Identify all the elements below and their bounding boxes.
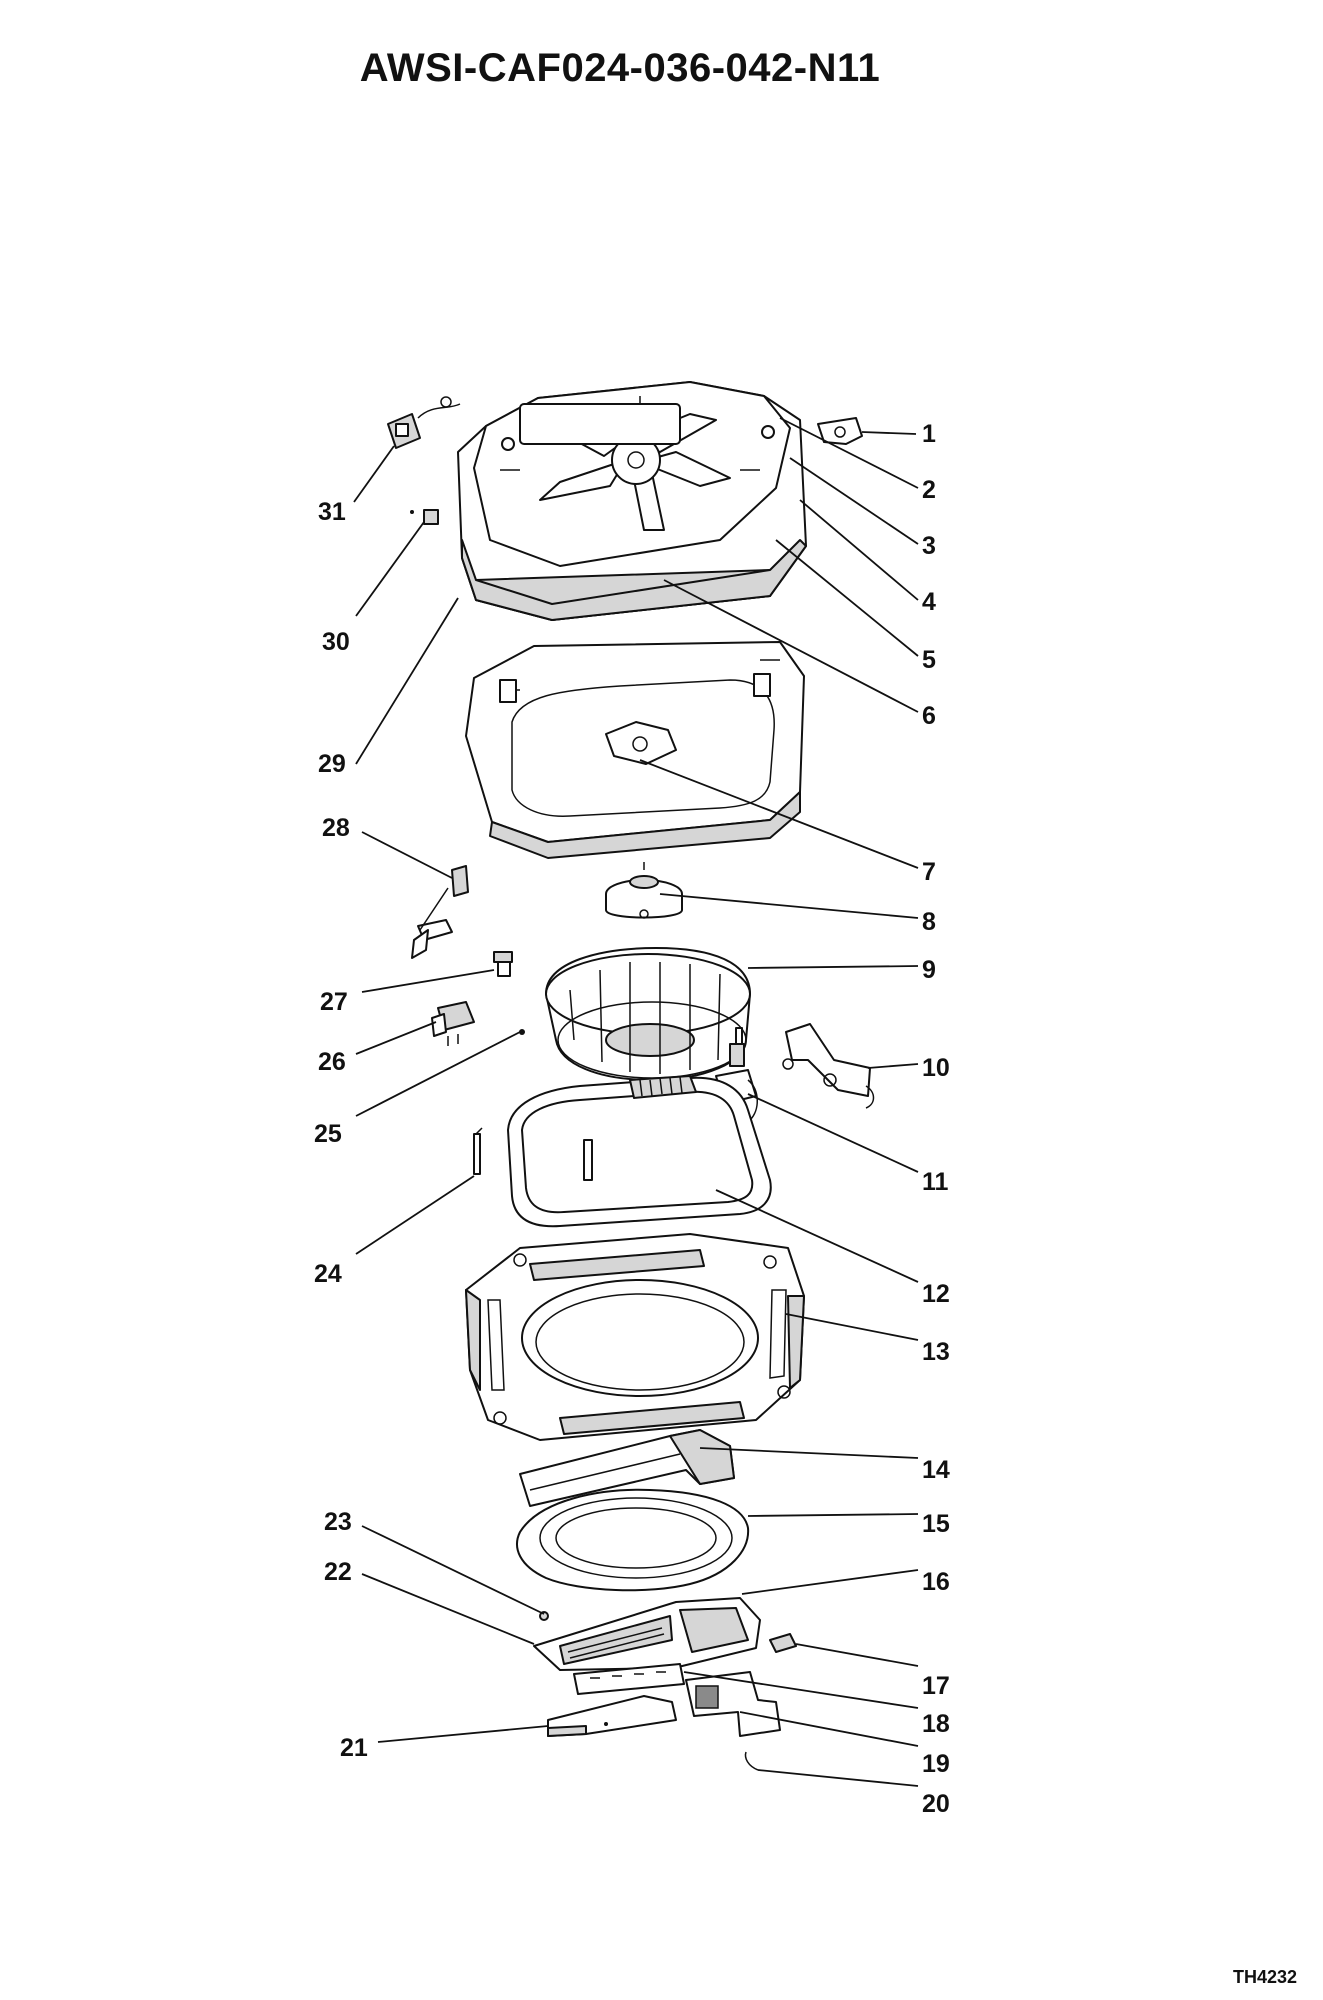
callout-22: 22 bbox=[324, 1558, 352, 1586]
callout-labels: 1 2 3 4 5 6 7 8 9 10 11 12 13 14 15 16 1… bbox=[314, 420, 950, 1818]
callout-21: 21 bbox=[340, 1734, 368, 1762]
callout-19: 19 bbox=[922, 1750, 950, 1778]
callout-11: 11 bbox=[922, 1168, 949, 1196]
callout-31: 31 bbox=[318, 498, 346, 526]
part-19-terminal-box bbox=[685, 1671, 781, 1737]
callout-5: 5 bbox=[922, 646, 936, 674]
callout-7: 7 bbox=[922, 858, 936, 886]
callout-28: 28 bbox=[322, 814, 350, 842]
drawing-code: TH4232 bbox=[1232, 1967, 1297, 1987]
leader-lines bbox=[353, 417, 919, 1787]
callout-9: 9 bbox=[922, 956, 936, 984]
callout-3: 3 bbox=[922, 532, 936, 560]
part-20-wire bbox=[744, 1751, 759, 1771]
callout-2: 2 bbox=[922, 476, 936, 504]
part-26-fitting bbox=[431, 1001, 475, 1046]
callout-15: 15 bbox=[922, 1510, 950, 1538]
part-16-control-box bbox=[533, 1597, 761, 1671]
part-10-bracket bbox=[782, 1023, 875, 1109]
part-7-drain-pan bbox=[465, 641, 805, 859]
callout-17: 17 bbox=[922, 1672, 950, 1700]
part-17-connector bbox=[769, 1633, 797, 1653]
part-13-base-frame bbox=[465, 1233, 805, 1441]
callout-13: 13 bbox=[922, 1338, 950, 1366]
callout-12: 12 bbox=[922, 1280, 950, 1308]
callout-16: 16 bbox=[922, 1568, 950, 1596]
callout-23: 23 bbox=[324, 1508, 352, 1536]
callout-10: 10 bbox=[922, 1054, 950, 1082]
page-title: AWSI-CAF024-036-042-N11 bbox=[359, 46, 881, 90]
part-14-plate bbox=[519, 1429, 735, 1507]
part-24-clip bbox=[473, 1127, 483, 1175]
callout-27: 27 bbox=[320, 988, 348, 1016]
part-9-blower-wheel bbox=[545, 947, 751, 1081]
part-30-nut bbox=[410, 509, 439, 525]
part-31-remote bbox=[387, 396, 461, 449]
part-21-cover bbox=[547, 1695, 677, 1737]
part-8-motor bbox=[605, 862, 683, 919]
callout-1: 1 bbox=[922, 420, 936, 448]
part-18-pcb bbox=[573, 1663, 685, 1695]
part-27-bolt bbox=[493, 951, 513, 977]
callout-30: 30 bbox=[322, 628, 350, 656]
part-12-coil bbox=[507, 1075, 772, 1228]
part-25-screw bbox=[519, 1029, 525, 1035]
callout-26: 26 bbox=[318, 1048, 346, 1076]
part-15-gasket bbox=[516, 1488, 750, 1592]
callout-25: 25 bbox=[314, 1120, 342, 1148]
callout-29: 29 bbox=[318, 750, 346, 778]
callout-6: 6 bbox=[922, 702, 936, 730]
part-28-bracket bbox=[411, 865, 469, 959]
callout-18: 18 bbox=[922, 1710, 950, 1738]
callout-8: 8 bbox=[922, 908, 936, 936]
callout-4: 4 bbox=[922, 588, 936, 616]
callout-14: 14 bbox=[922, 1456, 950, 1484]
top-cabinet bbox=[457, 381, 807, 621]
callout-20: 20 bbox=[922, 1790, 950, 1818]
callout-24: 24 bbox=[314, 1260, 342, 1288]
